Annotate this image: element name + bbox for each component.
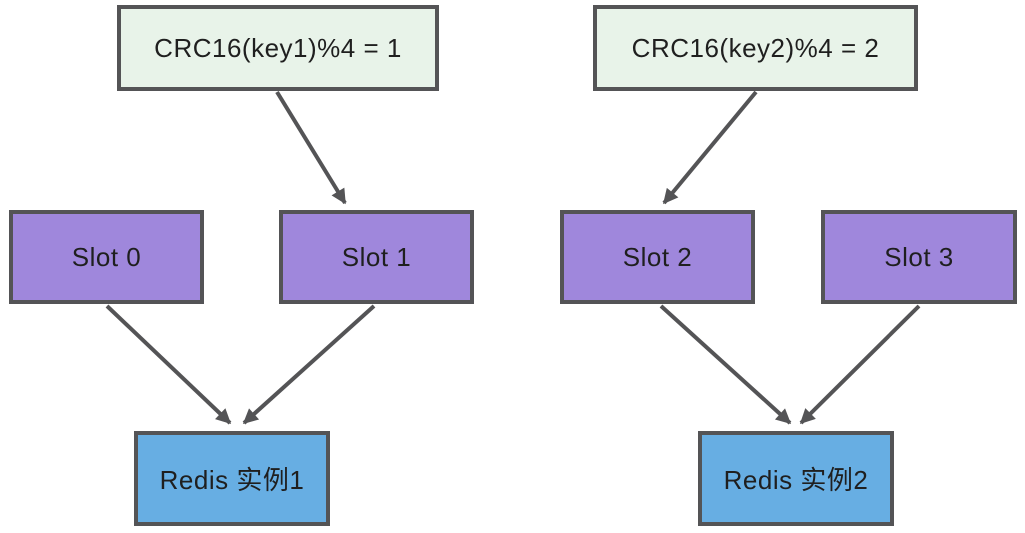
- edge-slot1-redis1: [242, 304, 376, 425]
- node-slot-1-label: Slot 1: [341, 241, 412, 272]
- edge-slot3-redis2: [799, 304, 921, 425]
- node-redis-instance-2-label: Redis 实例2: [723, 465, 869, 495]
- edge-crc2-slot2: [662, 90, 758, 205]
- node-slot-2: Slot 2: [560, 210, 755, 304]
- node-slot-3-label: Slot 3: [884, 241, 954, 272]
- node-crc16-key1: CRC16(key1)%4 = 1: [117, 5, 439, 91]
- edge-slot0-redis1: [105, 304, 232, 425]
- node-slot-3: Slot 3: [821, 210, 1017, 304]
- node-redis-instance-2: Redis 实例2: [698, 431, 894, 526]
- edge-slot2-redis2: [659, 304, 792, 425]
- node-slot-1: Slot 1: [279, 210, 474, 304]
- node-slot-0-label: Slot 0: [71, 241, 142, 272]
- node-crc16-key2-label: CRC16(key2)%4 = 2: [631, 32, 880, 63]
- node-crc16-key2: CRC16(key2)%4 = 2: [593, 5, 918, 91]
- node-redis-instance-1-label: Redis 实例1: [159, 465, 305, 495]
- node-slot-0: Slot 0: [9, 210, 204, 304]
- edge-crc1-slot1: [275, 90, 347, 205]
- node-crc16-key1-label: CRC16(key1)%4 = 1: [154, 32, 402, 63]
- node-redis-instance-1: Redis 实例1: [134, 431, 330, 526]
- node-slot-2-label: Slot 2: [622, 241, 693, 272]
